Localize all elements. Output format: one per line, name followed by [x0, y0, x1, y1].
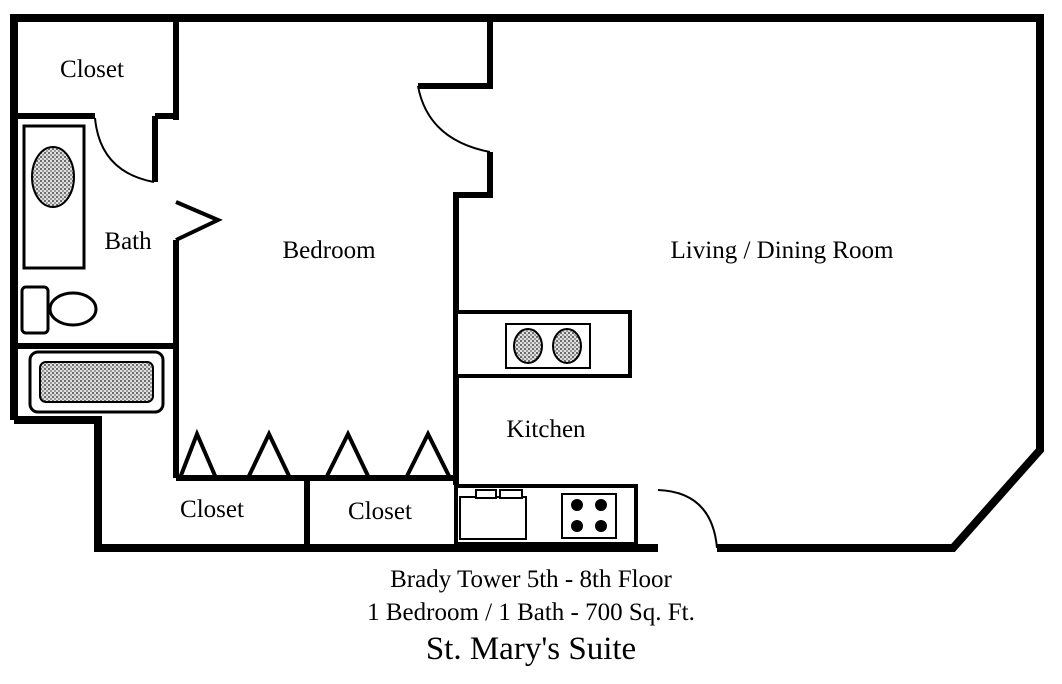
label-closet-bottom-left: Closet — [180, 496, 244, 523]
sink-basin-right — [552, 328, 582, 364]
bath-bifold-door — [175, 200, 223, 242]
label-bedroom: Bedroom — [282, 237, 376, 264]
label-closet-bottom-right: Closet — [348, 498, 412, 525]
stove-burners — [571, 499, 607, 532]
door-swings — [94, 85, 718, 549]
refrigerator-handle-2 — [499, 489, 523, 499]
sink-basin-left — [513, 328, 543, 364]
refrigerator-handle — [475, 489, 497, 499]
label-kitchen: Kitchen — [506, 416, 586, 443]
label-bath: Bath — [104, 228, 152, 255]
label-closet-top-left: Closet — [60, 56, 124, 83]
stove — [561, 493, 617, 539]
closet-bifold-doors — [178, 428, 452, 479]
vanity-sink — [31, 146, 75, 208]
caption-suite-name: St. Mary's Suite — [425, 631, 637, 667]
bathtub-basin — [39, 361, 154, 403]
toilet-tank — [20, 285, 50, 335]
label-living-dining: Living / Dining Room — [671, 237, 894, 264]
exterior-walls — [10, 14, 1044, 552]
toilet-bowl — [48, 291, 98, 327]
caption-unit-size: 1 Bedroom / 1 Bath - 700 Sq. Ft. — [367, 599, 695, 626]
refrigerator — [459, 496, 527, 540]
caption-building: Brady Tower 5th - 8th Floor — [390, 566, 672, 593]
